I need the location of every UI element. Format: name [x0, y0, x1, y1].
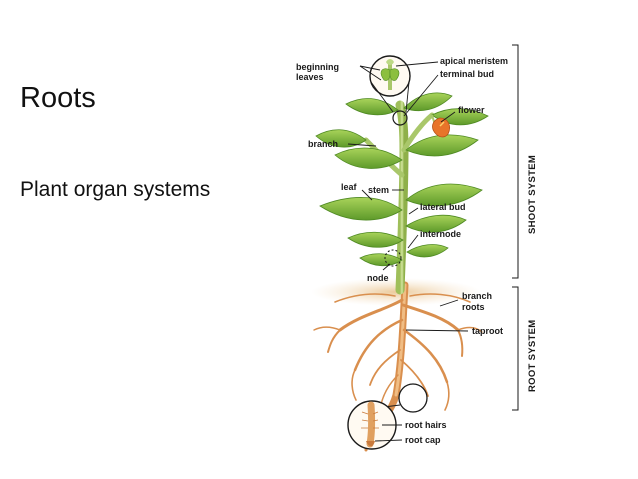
flower-drawing	[431, 114, 450, 138]
label-terminal-bud: terminal bud	[440, 69, 494, 79]
node-marker	[384, 249, 402, 267]
shoot-system-bracket	[512, 44, 519, 279]
label-apical-meristem: apical meristem	[440, 56, 508, 66]
stem-drawing	[395, 100, 409, 295]
label-stem: stem	[368, 185, 389, 195]
label-root-cap: root cap	[405, 435, 441, 445]
label-lateral-bud: lateral bud	[420, 202, 466, 212]
label-flower: flower	[458, 105, 485, 115]
slide-title: Roots	[20, 82, 96, 114]
label-internode: internode	[420, 229, 461, 239]
label-branch-roots-line1: branch	[462, 291, 492, 301]
label-branch: branch	[308, 139, 338, 149]
label-branch-roots-line2: roots	[462, 302, 485, 312]
label-node: node	[367, 273, 389, 283]
label-root-system: ROOT SYSTEM	[527, 320, 538, 392]
root-system-bracket	[512, 286, 519, 411]
slide-subtitle: Plant organ systems	[20, 178, 211, 201]
label-beginning-leaves-line2: leaves	[296, 72, 324, 82]
label-shoot-system: SHOOT SYSTEM	[527, 155, 538, 234]
leaves-drawing	[315, 92, 489, 267]
label-beginning-leaves-line1: beginning	[296, 62, 339, 72]
label-leaf: leaf	[341, 182, 358, 192]
label-taproot: taproot	[472, 326, 503, 336]
label-root-hairs: root hairs	[405, 420, 447, 430]
root-system-drawing	[313, 281, 483, 452]
leader-lines	[347, 61, 469, 442]
